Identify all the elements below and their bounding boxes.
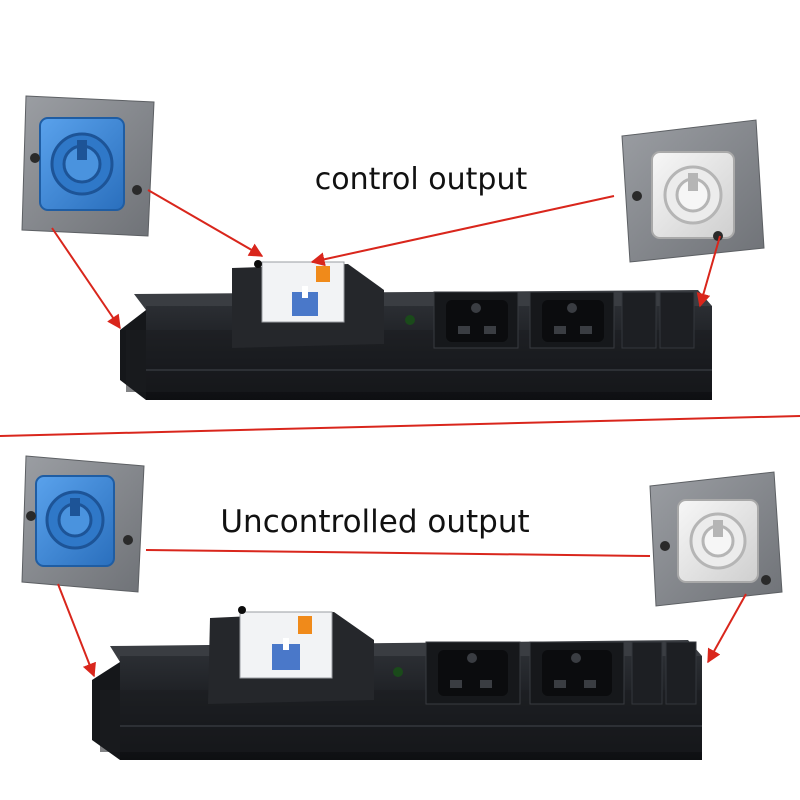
- universal-socket: [529, 291, 615, 349]
- circuit-breaker: [232, 260, 384, 348]
- white-powercon-plate: [649, 471, 783, 607]
- top-arrows: [51, 189, 721, 330]
- section-divider: [0, 415, 800, 437]
- blue-powercon-plate: [21, 95, 155, 237]
- pdu-strip: [120, 260, 712, 400]
- bottom-arrows: [57, 549, 747, 678]
- universal-socket: [529, 641, 625, 705]
- control-output-label: control output: [314, 162, 528, 197]
- blue-powercon-plate: [21, 455, 145, 593]
- circuit-breaker: [208, 606, 374, 704]
- white-powercon-plate: [621, 119, 765, 263]
- universal-socket: [433, 291, 519, 349]
- bottom-panel: [21, 455, 783, 760]
- top-panel: [21, 95, 765, 400]
- pdu-strip: [92, 606, 702, 760]
- uncontrolled-output-label: Uncontrolled output: [220, 504, 530, 540]
- indicator-led: [393, 667, 403, 677]
- indicator-led: [405, 315, 415, 325]
- universal-socket: [425, 641, 521, 705]
